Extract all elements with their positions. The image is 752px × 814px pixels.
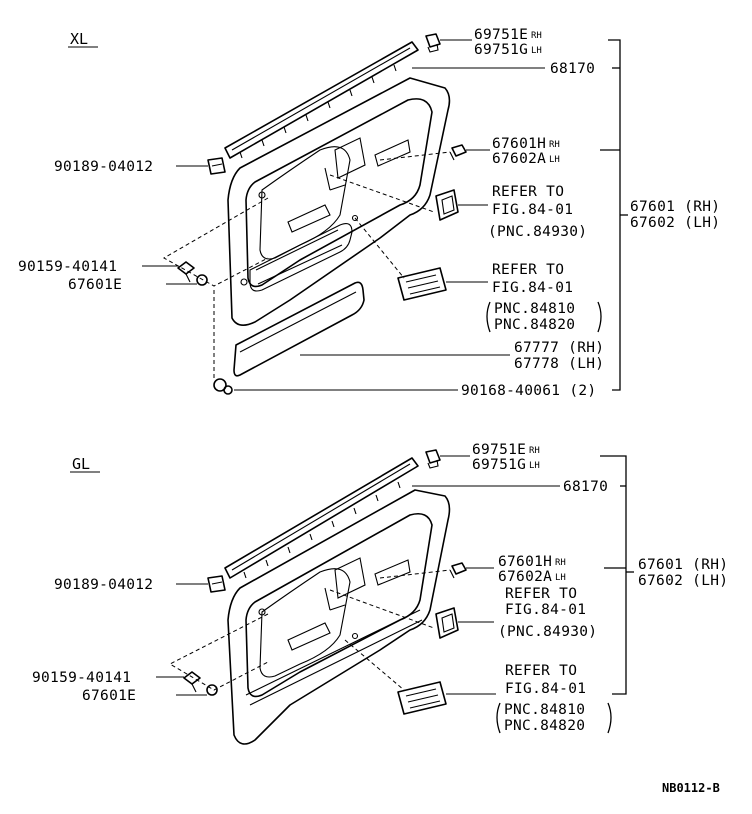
- callout-assembly-xl: 67601 (RH) 67602 (LH): [630, 199, 720, 231]
- svg-text:PNC.84820: PNC.84820: [504, 718, 585, 734]
- callout-screw-gl: 90159-40141: [32, 670, 131, 686]
- svg-text:REFER TO: REFER TO: [492, 262, 564, 278]
- callout-ref2-xl: REFER TO FIG.84-01 PNC.84810 PNC.84820: [486, 262, 602, 333]
- callout-weatherstrip-gl: 68170: [563, 479, 608, 495]
- svg-text:67602 (LH): 67602 (LH): [630, 215, 720, 231]
- handle-bezel-gl: [435, 607, 459, 639]
- section-title-gl: GL: [72, 455, 90, 473]
- switch-base-xl: [397, 267, 447, 301]
- guide-lines-gl: [168, 569, 451, 691]
- screw-xl: [177, 261, 195, 283]
- section-title-xl: XL: [70, 30, 88, 48]
- section-xl: XL: [18, 27, 720, 399]
- leader-lines-xl: [142, 39, 628, 391]
- cap-xl: [196, 274, 208, 286]
- guide-lines-xl: [162, 151, 451, 378]
- callout-fastener-gl: 67601H RH 67602A LH: [498, 554, 566, 585]
- svg-text:PNC.84820: PNC.84820: [494, 317, 575, 333]
- svg-text:LH: LH: [531, 46, 542, 56]
- callout-assembly-gl: 67601 (RH) 67602 (LH): [638, 557, 728, 589]
- clip-top-gl: [425, 449, 441, 469]
- svg-text:LH: LH: [555, 573, 566, 583]
- clip-left-gl: [207, 575, 226, 593]
- svg-text:67777 (RH): 67777 (RH): [514, 340, 604, 356]
- svg-text:RH: RH: [529, 446, 540, 456]
- svg-text:67602 (LH): 67602 (LH): [638, 573, 728, 589]
- section-gl: GL: [32, 442, 728, 745]
- svg-text:FIG.84-01: FIG.84-01: [492, 202, 573, 218]
- svg-text:REFER TO: REFER TO: [505, 663, 577, 679]
- svg-text:REFER TO: REFER TO: [492, 184, 564, 200]
- belt-weatherstrip-gl: [224, 457, 419, 579]
- svg-text:(PNC.84930): (PNC.84930): [488, 224, 587, 240]
- svg-text:69751G: 69751G: [472, 457, 526, 473]
- svg-text:67601H: 67601H: [492, 136, 546, 152]
- callout-ref1-gl: REFER TO FIG.84-01 (PNC.84930): [498, 586, 597, 640]
- clip-top-xl: [425, 33, 441, 53]
- svg-text:67778 (LH): 67778 (LH): [514, 356, 604, 372]
- svg-text:69751E: 69751E: [472, 442, 526, 458]
- callout-clip-top-gl: 69751E RH 69751G LH: [472, 442, 540, 473]
- svg-text:69751G: 69751G: [474, 42, 528, 58]
- callout-screw-xl: 90159-40141: [18, 259, 117, 275]
- callout-weatherstrip-xl: 68170: [550, 61, 595, 77]
- fastener-xl: [449, 144, 467, 161]
- svg-text:LH: LH: [529, 461, 540, 471]
- svg-text:REFER TO: REFER TO: [505, 586, 577, 602]
- callout-cap-xl: 67601E: [68, 277, 122, 293]
- cap-gl: [206, 684, 218, 696]
- svg-text:FIG.84-01: FIG.84-01: [505, 681, 586, 697]
- handle-bezel-xl: [435, 189, 459, 221]
- svg-text:FIG.84-01: FIG.84-01: [492, 280, 573, 296]
- door-pocket-xl: [233, 281, 365, 377]
- callout-clip-left-gl: 90189-04012: [54, 577, 153, 593]
- svg-text:RH: RH: [531, 31, 542, 41]
- callout-clip-top-xl: 69751E RH 69751G LH: [474, 27, 542, 58]
- door-trim-panel-xl: [227, 77, 451, 326]
- svg-text:67601H: 67601H: [498, 554, 552, 570]
- svg-text:RH: RH: [555, 558, 566, 568]
- svg-text:FIG.84-01: FIG.84-01: [505, 602, 586, 618]
- svg-text:67602A: 67602A: [492, 151, 546, 167]
- callout-clip-bottom-xl: 90168-40061 (2): [461, 383, 596, 399]
- callout-fastener-xl: 67601H RH 67602A LH: [492, 136, 560, 167]
- door-trim-panel-gl: [227, 489, 451, 745]
- svg-text:LH: LH: [549, 155, 560, 165]
- svg-text:67602A: 67602A: [498, 569, 552, 585]
- fastener-gl: [449, 562, 467, 579]
- figure-reference: NB0112-B: [662, 781, 720, 795]
- leader-lines-gl: [156, 455, 634, 696]
- clip-bottom-xl: [213, 378, 233, 395]
- callout-clip-left-xl: 90189-04012: [54, 159, 153, 175]
- belt-weatherstrip-xl: [224, 41, 419, 159]
- svg-text:67601 (RH): 67601 (RH): [630, 199, 720, 215]
- svg-text:PNC.84810: PNC.84810: [504, 702, 585, 718]
- svg-text:RH: RH: [549, 140, 560, 150]
- callout-ref2-gl: REFER TO FIG.84-01 PNC.84810 PNC.84820: [496, 663, 612, 734]
- svg-text:67601 (RH): 67601 (RH): [638, 557, 728, 573]
- switch-base-gl: [397, 681, 447, 715]
- svg-text:PNC.84810: PNC.84810: [494, 301, 575, 317]
- screw-gl: [183, 671, 201, 693]
- clip-left-xl: [207, 157, 226, 175]
- svg-text:(PNC.84930): (PNC.84930): [498, 624, 597, 640]
- svg-text:69751E: 69751E: [474, 27, 528, 43]
- callout-pocket-xl: 67777 (RH) 67778 (LH): [514, 340, 604, 372]
- callout-ref1-xl: REFER TO FIG.84-01 (PNC.84930): [488, 184, 587, 240]
- callout-cap-gl: 67601E: [82, 688, 136, 704]
